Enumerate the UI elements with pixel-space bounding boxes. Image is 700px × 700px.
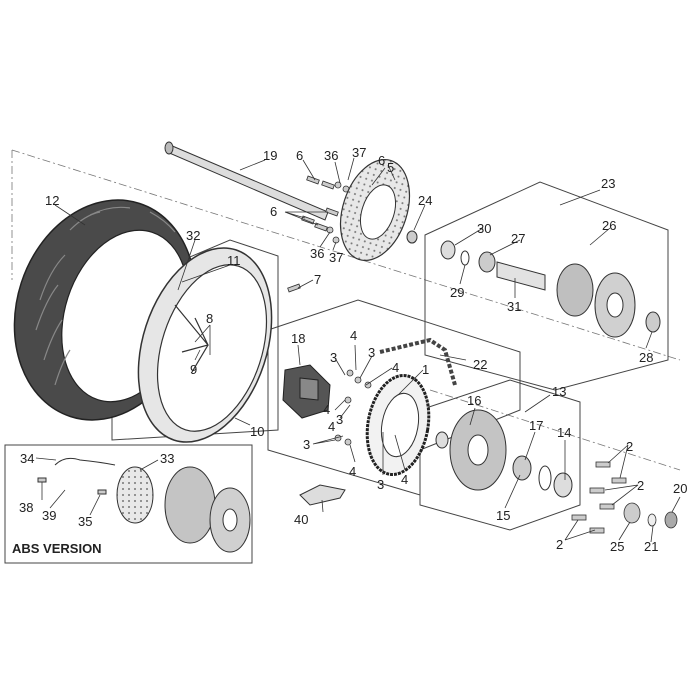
callout-23: 23 xyxy=(601,176,615,191)
callout-6: 6 xyxy=(378,153,385,168)
callout-29: 29 xyxy=(450,285,464,300)
callout-22: 22 xyxy=(473,357,487,372)
callout-18: 18 xyxy=(291,331,305,346)
callout-4: 4 xyxy=(350,328,357,343)
sprocket-carrier xyxy=(435,409,573,498)
callout-31: 31 xyxy=(507,299,521,314)
callout-25: 25 xyxy=(610,539,624,554)
callout-8: 8 xyxy=(206,311,213,326)
callout-3: 3 xyxy=(336,412,343,427)
callout-27: 27 xyxy=(511,231,525,246)
callout-6: 6 xyxy=(296,148,303,163)
callout-3: 3 xyxy=(330,350,337,365)
callout-36: 36 xyxy=(324,148,338,163)
hub-group-outline xyxy=(419,379,581,531)
callout-34: 34 xyxy=(20,451,34,466)
callout-40: 40 xyxy=(294,512,308,527)
callout-4: 4 xyxy=(323,402,330,417)
callout-3: 3 xyxy=(368,345,375,360)
callout-11: 11 xyxy=(227,253,241,268)
callout-16: 16 xyxy=(467,393,481,408)
callout-10: 10 xyxy=(250,424,264,439)
callout-17: 17 xyxy=(529,418,543,433)
callout-14: 14 xyxy=(557,425,571,440)
callout-12: 12 xyxy=(45,193,59,208)
callout-39: 39 xyxy=(42,508,56,523)
callout-30: 30 xyxy=(477,221,491,236)
callout-5: 5 xyxy=(387,160,394,175)
abs-parts xyxy=(37,457,251,553)
callout-21: 21 xyxy=(644,539,658,554)
hub-exploded-parts xyxy=(440,240,661,338)
chain-guide-part xyxy=(299,484,346,506)
abs-version-title: ABS VERSION xyxy=(12,541,102,556)
callout-3: 3 xyxy=(377,477,384,492)
drive-chain xyxy=(379,337,457,386)
callout-2: 2 xyxy=(556,537,563,552)
callout-36: 36 xyxy=(310,246,324,261)
wheel-hub-exploded-outline xyxy=(424,181,669,391)
callout-13: 13 xyxy=(552,384,566,399)
callout-24: 24 xyxy=(418,193,432,208)
axle-nut-and-bolts xyxy=(571,461,678,534)
callout-4: 4 xyxy=(328,419,335,434)
callout-3: 3 xyxy=(303,437,310,452)
rear-sprocket xyxy=(365,373,431,477)
callout-6: 6 xyxy=(270,204,277,219)
callout-33: 33 xyxy=(160,451,174,466)
leader-lines xyxy=(35,157,681,543)
callout-37: 37 xyxy=(352,145,366,160)
callout-26: 26 xyxy=(602,218,616,233)
callout-2: 2 xyxy=(637,478,644,493)
callout-38: 38 xyxy=(19,500,33,515)
callout-32: 32 xyxy=(186,228,200,243)
rear-axle xyxy=(164,141,329,221)
rear-wheel-rim xyxy=(137,247,273,443)
callout-7: 7 xyxy=(314,272,321,287)
callout-35: 35 xyxy=(78,514,92,529)
callout-labels: 19 6 36 37 6 5 6 36 37 7 24 23 26 30 27 … xyxy=(12,145,687,556)
abs-version-panel xyxy=(4,444,253,564)
callout-4: 4 xyxy=(392,360,399,375)
callout-19: 19 xyxy=(263,148,277,163)
assembly-axis-lines xyxy=(11,149,681,471)
callout-4: 4 xyxy=(349,464,356,479)
rear-brake-disc xyxy=(339,158,411,262)
callout-20: 20 xyxy=(673,481,687,496)
callout-15: 15 xyxy=(496,508,510,523)
spacer-24 xyxy=(406,230,418,244)
cush-drive-rubbers xyxy=(282,364,331,419)
callout-37: 37 xyxy=(329,250,343,265)
callout-1: 1 xyxy=(422,362,429,377)
callout-28: 28 xyxy=(639,350,653,365)
callout-4: 4 xyxy=(401,472,408,487)
callout-9: 9 xyxy=(190,362,197,377)
callout-2: 2 xyxy=(626,439,633,454)
